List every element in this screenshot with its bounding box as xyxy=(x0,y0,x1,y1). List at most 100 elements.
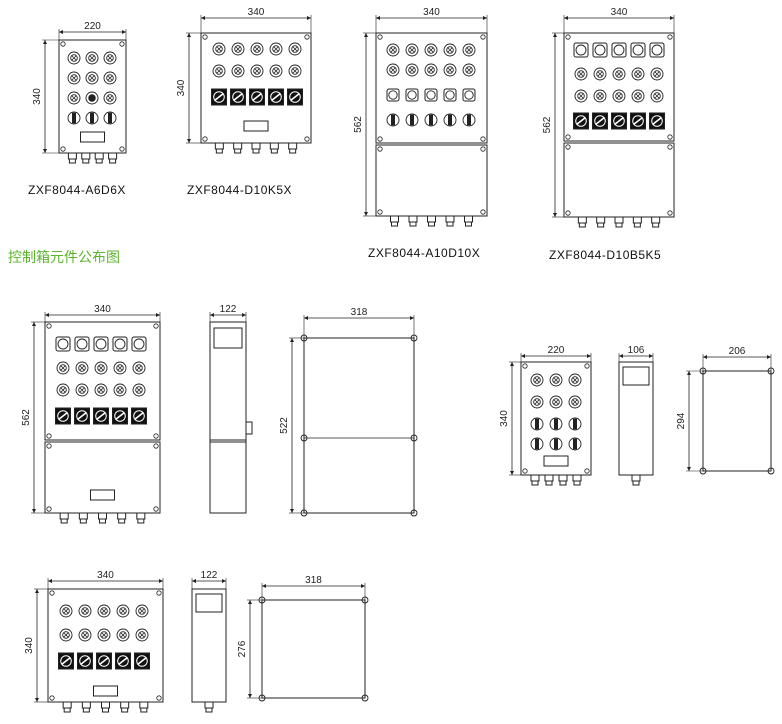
arrowhead xyxy=(43,40,47,44)
arrowhead xyxy=(210,313,214,317)
corner-bolt xyxy=(304,136,310,142)
indicator-lamp xyxy=(549,395,563,409)
cable-gland xyxy=(427,215,436,223)
indicator-lamp-inner xyxy=(427,46,435,54)
cable-gland xyxy=(614,216,624,224)
corner-bolt xyxy=(156,590,162,596)
cable-gland-nut xyxy=(633,222,641,228)
lamp-cross xyxy=(409,67,415,73)
corner-bolt xyxy=(153,506,159,512)
enclosure-lower-body xyxy=(44,441,161,514)
breaker-knob xyxy=(613,115,625,127)
breaker-knob xyxy=(289,91,301,103)
meter-dial xyxy=(632,44,644,56)
selector-handle xyxy=(535,418,539,430)
height-dim-label: 294 xyxy=(676,412,687,429)
corner-bolt xyxy=(377,209,383,215)
corner-bolt xyxy=(480,136,486,142)
cable-gland xyxy=(558,474,568,482)
breaker-knob xyxy=(117,655,129,667)
breaker-lever xyxy=(271,92,281,102)
cable-gland-nut xyxy=(60,518,68,524)
arrowhead xyxy=(248,694,252,698)
arrowhead xyxy=(703,355,707,359)
arrowhead xyxy=(32,509,36,513)
selector-switch xyxy=(530,417,544,431)
corner-bolt xyxy=(565,210,571,216)
indicator-lamp-inner xyxy=(533,376,541,384)
width-dim-label: 106 xyxy=(628,345,645,356)
side-view-cover xyxy=(622,366,650,386)
corner-bolt xyxy=(480,146,486,152)
cable-gland-nut xyxy=(428,221,435,227)
height-dim-label: 340 xyxy=(176,79,187,96)
lamp-cross xyxy=(136,387,142,393)
arrowhead xyxy=(510,471,514,475)
cable-gland xyxy=(233,142,243,150)
indicator-lamp-inner xyxy=(70,94,78,102)
arrowhead xyxy=(187,139,191,143)
cable-gland-nut xyxy=(465,221,472,227)
breaker-lever xyxy=(61,656,71,666)
indicator-lamp-inner xyxy=(634,70,642,78)
meter-dial xyxy=(76,338,88,350)
indicator-lamp xyxy=(386,43,400,57)
meter-window xyxy=(649,42,665,58)
indicator-lamp xyxy=(631,89,645,103)
lamp-cross xyxy=(71,75,77,81)
enclosure-upper-body xyxy=(44,321,161,441)
selector-handle xyxy=(573,438,577,450)
caption-d10k5x: ZXF8044-D10K5X xyxy=(187,183,292,197)
arrowhead xyxy=(187,33,191,37)
selector-switch xyxy=(405,113,419,127)
indicator-lamp xyxy=(612,67,626,81)
corner-bolt xyxy=(202,136,208,142)
cable-gland xyxy=(108,152,118,160)
breaker-lever xyxy=(80,656,90,666)
meter-window xyxy=(592,42,608,58)
corner-bolt xyxy=(565,134,571,140)
corner-bolt xyxy=(153,443,159,449)
breaker-lever xyxy=(96,411,106,421)
indicator-lamp xyxy=(269,64,283,78)
lamp-cross xyxy=(120,608,126,614)
lamp-cross xyxy=(254,68,260,74)
breaker-knob xyxy=(136,655,148,667)
corner-bolt xyxy=(667,210,673,216)
breaker-knob xyxy=(575,115,587,127)
arrowhead xyxy=(262,584,266,588)
indicator-lamp xyxy=(56,361,70,375)
indicator-lamp xyxy=(269,42,283,56)
indicator-lamp-inner xyxy=(291,67,299,75)
indicator-lamp xyxy=(212,64,226,78)
meter-dial xyxy=(651,44,663,56)
ammeter xyxy=(462,88,476,102)
indicator-lamp xyxy=(59,604,73,618)
breaker-knob xyxy=(79,655,91,667)
lamp-cross xyxy=(117,387,123,393)
cable-gland xyxy=(117,512,127,520)
selector-switch xyxy=(103,111,117,125)
width-dim-label: 340 xyxy=(423,7,440,18)
meter-dial xyxy=(114,338,126,350)
breaker-lever xyxy=(58,411,68,421)
breaker-lever xyxy=(134,411,144,421)
breaker-knob xyxy=(651,115,663,127)
indicator-lamp xyxy=(462,43,476,57)
push-button xyxy=(85,91,99,105)
meter-window xyxy=(93,336,109,352)
breaker-lever xyxy=(233,92,243,102)
lamp-cross xyxy=(107,55,113,61)
lamp-cross xyxy=(534,399,540,405)
indicator-lamp xyxy=(650,89,664,103)
corner-bolt xyxy=(156,695,162,701)
lamp-cross xyxy=(63,608,69,614)
indicator-lamp-inner xyxy=(552,376,560,384)
indicator-lamp xyxy=(85,51,99,65)
cable-gland xyxy=(94,152,104,160)
cable-gland xyxy=(81,701,91,709)
corner-bolt xyxy=(46,506,52,512)
cable-gland xyxy=(544,474,554,482)
arrowhead xyxy=(159,579,163,583)
